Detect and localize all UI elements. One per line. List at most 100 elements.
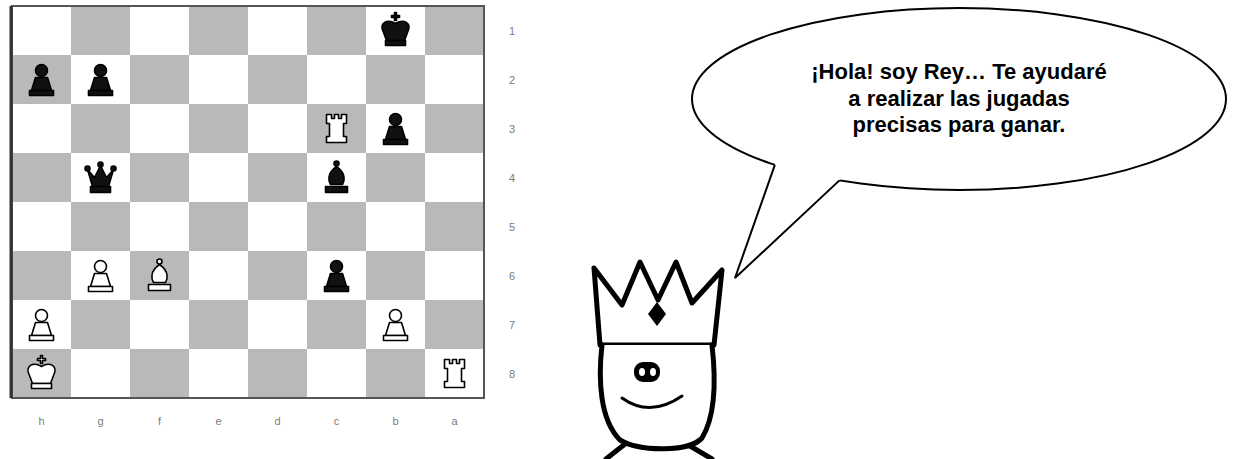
file-letter: b <box>392 415 398 427</box>
board-square <box>71 349 130 398</box>
board-square <box>248 104 307 153</box>
black-pawn <box>89 65 113 96</box>
rank-number: 7 <box>509 319 515 331</box>
board-square <box>366 251 425 300</box>
board-edge <box>10 6 13 398</box>
black-king <box>382 13 409 46</box>
board-square <box>248 55 307 104</box>
board-square <box>71 251 130 300</box>
king-eye <box>650 368 656 376</box>
board-square <box>12 300 71 349</box>
board-square <box>71 300 130 349</box>
king-eyes <box>634 362 660 382</box>
rank-number: 3 <box>509 123 515 135</box>
bubble-tail-outline <box>735 165 839 278</box>
board-square <box>130 104 189 153</box>
file-letter: g <box>97 415 103 427</box>
board-square <box>248 251 307 300</box>
board-square <box>189 104 248 153</box>
board-square <box>307 349 366 398</box>
rank-number: 4 <box>509 172 515 184</box>
rank-number: 5 <box>509 221 515 233</box>
speech-bubble: ¡Hola! soy Rey… Te ayudaré a realizar la… <box>690 6 1228 192</box>
board-square <box>307 300 366 349</box>
board-square <box>366 202 425 251</box>
white-rook <box>445 360 465 388</box>
board-square <box>425 202 484 251</box>
board-square <box>425 300 484 349</box>
file-letter: h <box>38 415 44 427</box>
board-square <box>425 6 484 55</box>
bubble-ellipse <box>692 8 1226 190</box>
board-frame <box>12 6 484 398</box>
black-queen <box>85 162 116 193</box>
board-square <box>12 251 71 300</box>
board-square <box>307 202 366 251</box>
board-square <box>71 104 130 153</box>
black-pawn <box>30 65 54 96</box>
king-eye <box>639 368 645 376</box>
board-square <box>189 300 248 349</box>
board-square <box>425 55 484 104</box>
board-square <box>71 6 130 55</box>
board-square <box>307 6 366 55</box>
board-square <box>366 300 425 349</box>
board-square <box>130 349 189 398</box>
board-square <box>366 104 425 153</box>
white-pawn <box>30 310 54 341</box>
file-letter: e <box>215 415 221 427</box>
king-head <box>600 345 714 449</box>
bubble-tail <box>735 156 842 278</box>
king-leg <box>690 446 712 459</box>
board-square <box>366 153 425 202</box>
rank-number: 8 <box>509 368 515 380</box>
black-pawn <box>384 114 408 145</box>
king-smile <box>622 396 682 408</box>
board-square <box>248 202 307 251</box>
board-square <box>366 6 425 55</box>
crown-diamond <box>648 302 666 326</box>
board-square <box>130 55 189 104</box>
board-square <box>12 202 71 251</box>
file-letter: f <box>158 415 161 427</box>
board-square <box>189 251 248 300</box>
board-square <box>189 55 248 104</box>
board-square <box>248 349 307 398</box>
board-square <box>71 153 130 202</box>
speech-text: ¡Hola! soy Rey… Te ayudaré a realizar la… <box>809 59 1109 139</box>
board-square <box>425 251 484 300</box>
board-square <box>307 104 366 153</box>
file-letter: d <box>274 415 280 427</box>
white-king <box>28 356 55 389</box>
board-square <box>130 251 189 300</box>
board-square <box>307 55 366 104</box>
board-square <box>12 6 71 55</box>
black-pawn <box>325 261 349 292</box>
rank-number: 2 <box>509 74 515 86</box>
white-bishop <box>149 259 171 291</box>
king-crown <box>594 262 722 345</box>
board-square <box>248 300 307 349</box>
board-square <box>425 153 484 202</box>
board-square <box>71 202 130 251</box>
board-square <box>189 6 248 55</box>
board-square <box>425 104 484 153</box>
board-square <box>12 349 71 398</box>
board-square <box>307 153 366 202</box>
board-square <box>130 300 189 349</box>
board-square <box>189 153 248 202</box>
board-square <box>425 349 484 398</box>
board-square <box>366 349 425 398</box>
board-square <box>130 202 189 251</box>
rank-number: 1 <box>509 25 515 37</box>
king-leg <box>606 444 625 459</box>
board-square <box>189 349 248 398</box>
board-square <box>248 153 307 202</box>
board-square <box>130 6 189 55</box>
board-square <box>248 6 307 55</box>
board-square <box>307 251 366 300</box>
board-square <box>189 202 248 251</box>
white-pawn <box>384 310 408 341</box>
white-pawn <box>89 261 113 292</box>
